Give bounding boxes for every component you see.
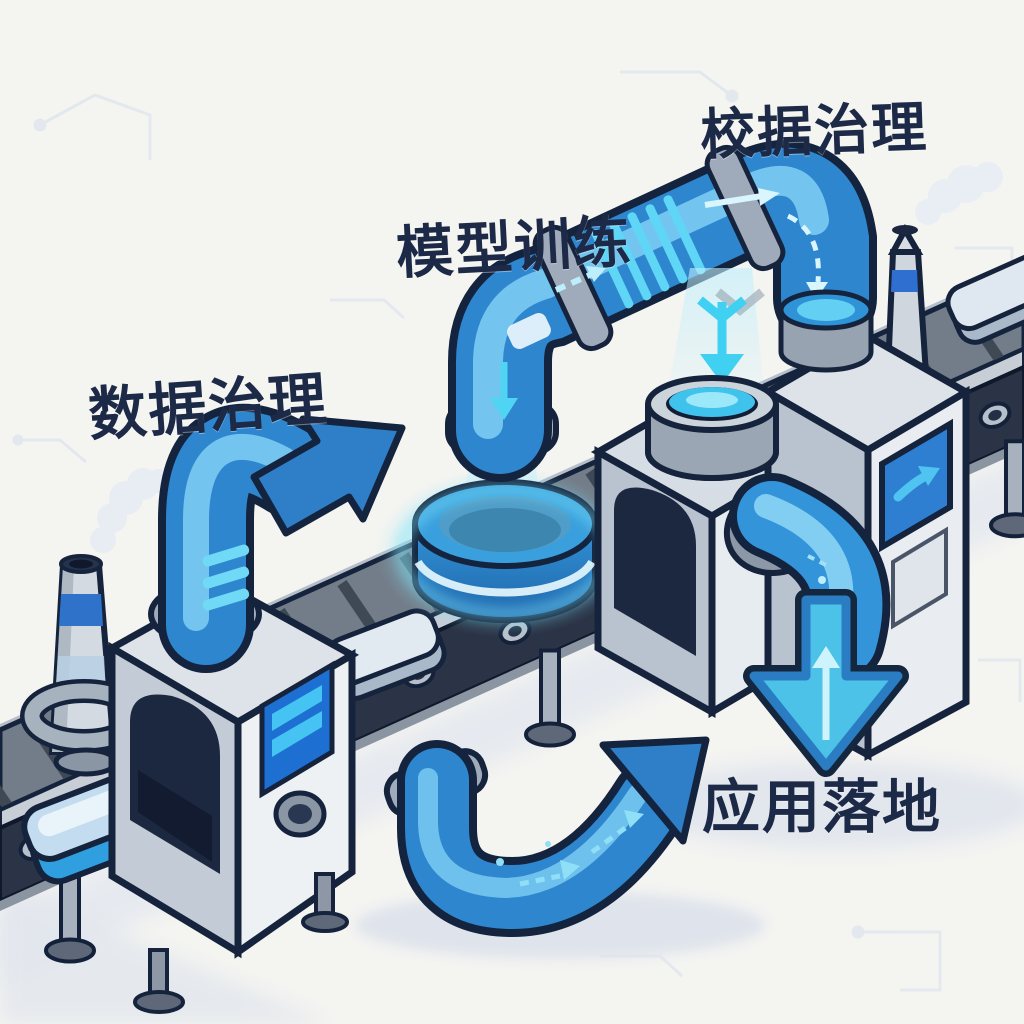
arrow-application-landing bbox=[743, 589, 909, 777]
tower-arrow-panel bbox=[879, 418, 953, 553]
tray-pale-right bbox=[945, 252, 1024, 345]
pipe-terminal-cylinder bbox=[778, 289, 874, 373]
pipe-glow-rings bbox=[591, 195, 706, 309]
hopper-assembly bbox=[645, 268, 779, 481]
label-model-training: 模型训练 bbox=[394, 208, 634, 288]
pipe-data-governance bbox=[158, 403, 406, 673]
output-stream bbox=[723, 473, 909, 777]
label-data-governance: 数据治理 bbox=[86, 364, 331, 450]
beam-arrow-glyphs bbox=[697, 288, 765, 384]
arrow-u-pipe bbox=[599, 736, 710, 845]
machine1-screen bbox=[259, 660, 335, 799]
pipe-model-training bbox=[448, 139, 877, 482]
arrow-data-governance bbox=[250, 415, 406, 537]
pipe1-stripes bbox=[202, 544, 250, 611]
u-pipe-particles bbox=[496, 810, 644, 887]
label-application-landing: 应用落地 bbox=[702, 773, 943, 841]
pipe-collar-1 bbox=[532, 224, 614, 352]
stream-particles bbox=[807, 554, 829, 584]
glowing-disc bbox=[375, 450, 635, 637]
smoke-puff bbox=[90, 468, 171, 553]
label-data-governance-top: 校据治理 bbox=[699, 95, 930, 167]
pipe-inner-glyphs bbox=[490, 188, 828, 420]
tower-small-panel bbox=[891, 526, 948, 630]
u-pipe-return bbox=[383, 736, 710, 938]
left-chimney bbox=[20, 468, 171, 777]
tower-smoke-puff bbox=[915, 162, 1003, 225]
machine2-arch bbox=[614, 487, 696, 656]
